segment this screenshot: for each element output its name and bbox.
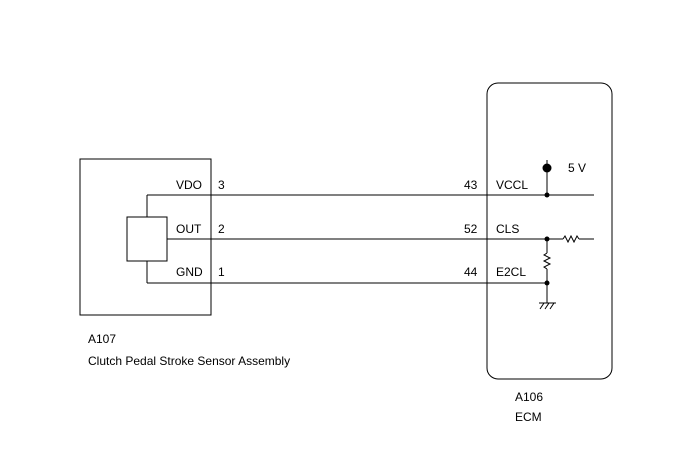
ecm-pin-number-cls: 52 [464,222,478,236]
sensor-pin-name-vdo: VDO [176,178,203,192]
resistor-vertical [542,252,552,270]
junction-vccl [544,192,550,198]
ecm-pin-name-cls: CLS [496,222,520,236]
sensor-box [79,158,212,316]
ground-hatch-3 [549,302,555,310]
sensor-pin-number-vdo: 3 [218,178,225,192]
sensor-pin-name-out: OUT [176,222,202,236]
supply-voltage-label: 5 V [568,161,587,175]
sensor-pin-number-out: 2 [218,222,225,236]
ground-hatch-2 [544,302,550,310]
ecm-pin-number-vccl: 43 [464,178,478,192]
ecm-code: A106 [515,390,544,404]
sensor-name: Clutch Pedal Stroke Sensor Assembly [88,354,291,368]
sensor-pin-number-gnd: 1 [218,265,225,279]
sensor-pin-name-gnd: GND [176,265,203,279]
resistor-horizontal [562,234,580,244]
ground-hatch-1 [539,302,545,310]
ecm-pin-name-vccl: VCCL [496,178,529,192]
sensor-element [126,216,168,262]
sensor-code: A107 [88,332,117,346]
ecm-pin-name-e2cl: E2CL [496,265,527,279]
ecm-pin-number-e2cl: 44 [464,265,478,279]
ecm-name: ECM [515,410,542,424]
ecm-box [486,82,613,380]
